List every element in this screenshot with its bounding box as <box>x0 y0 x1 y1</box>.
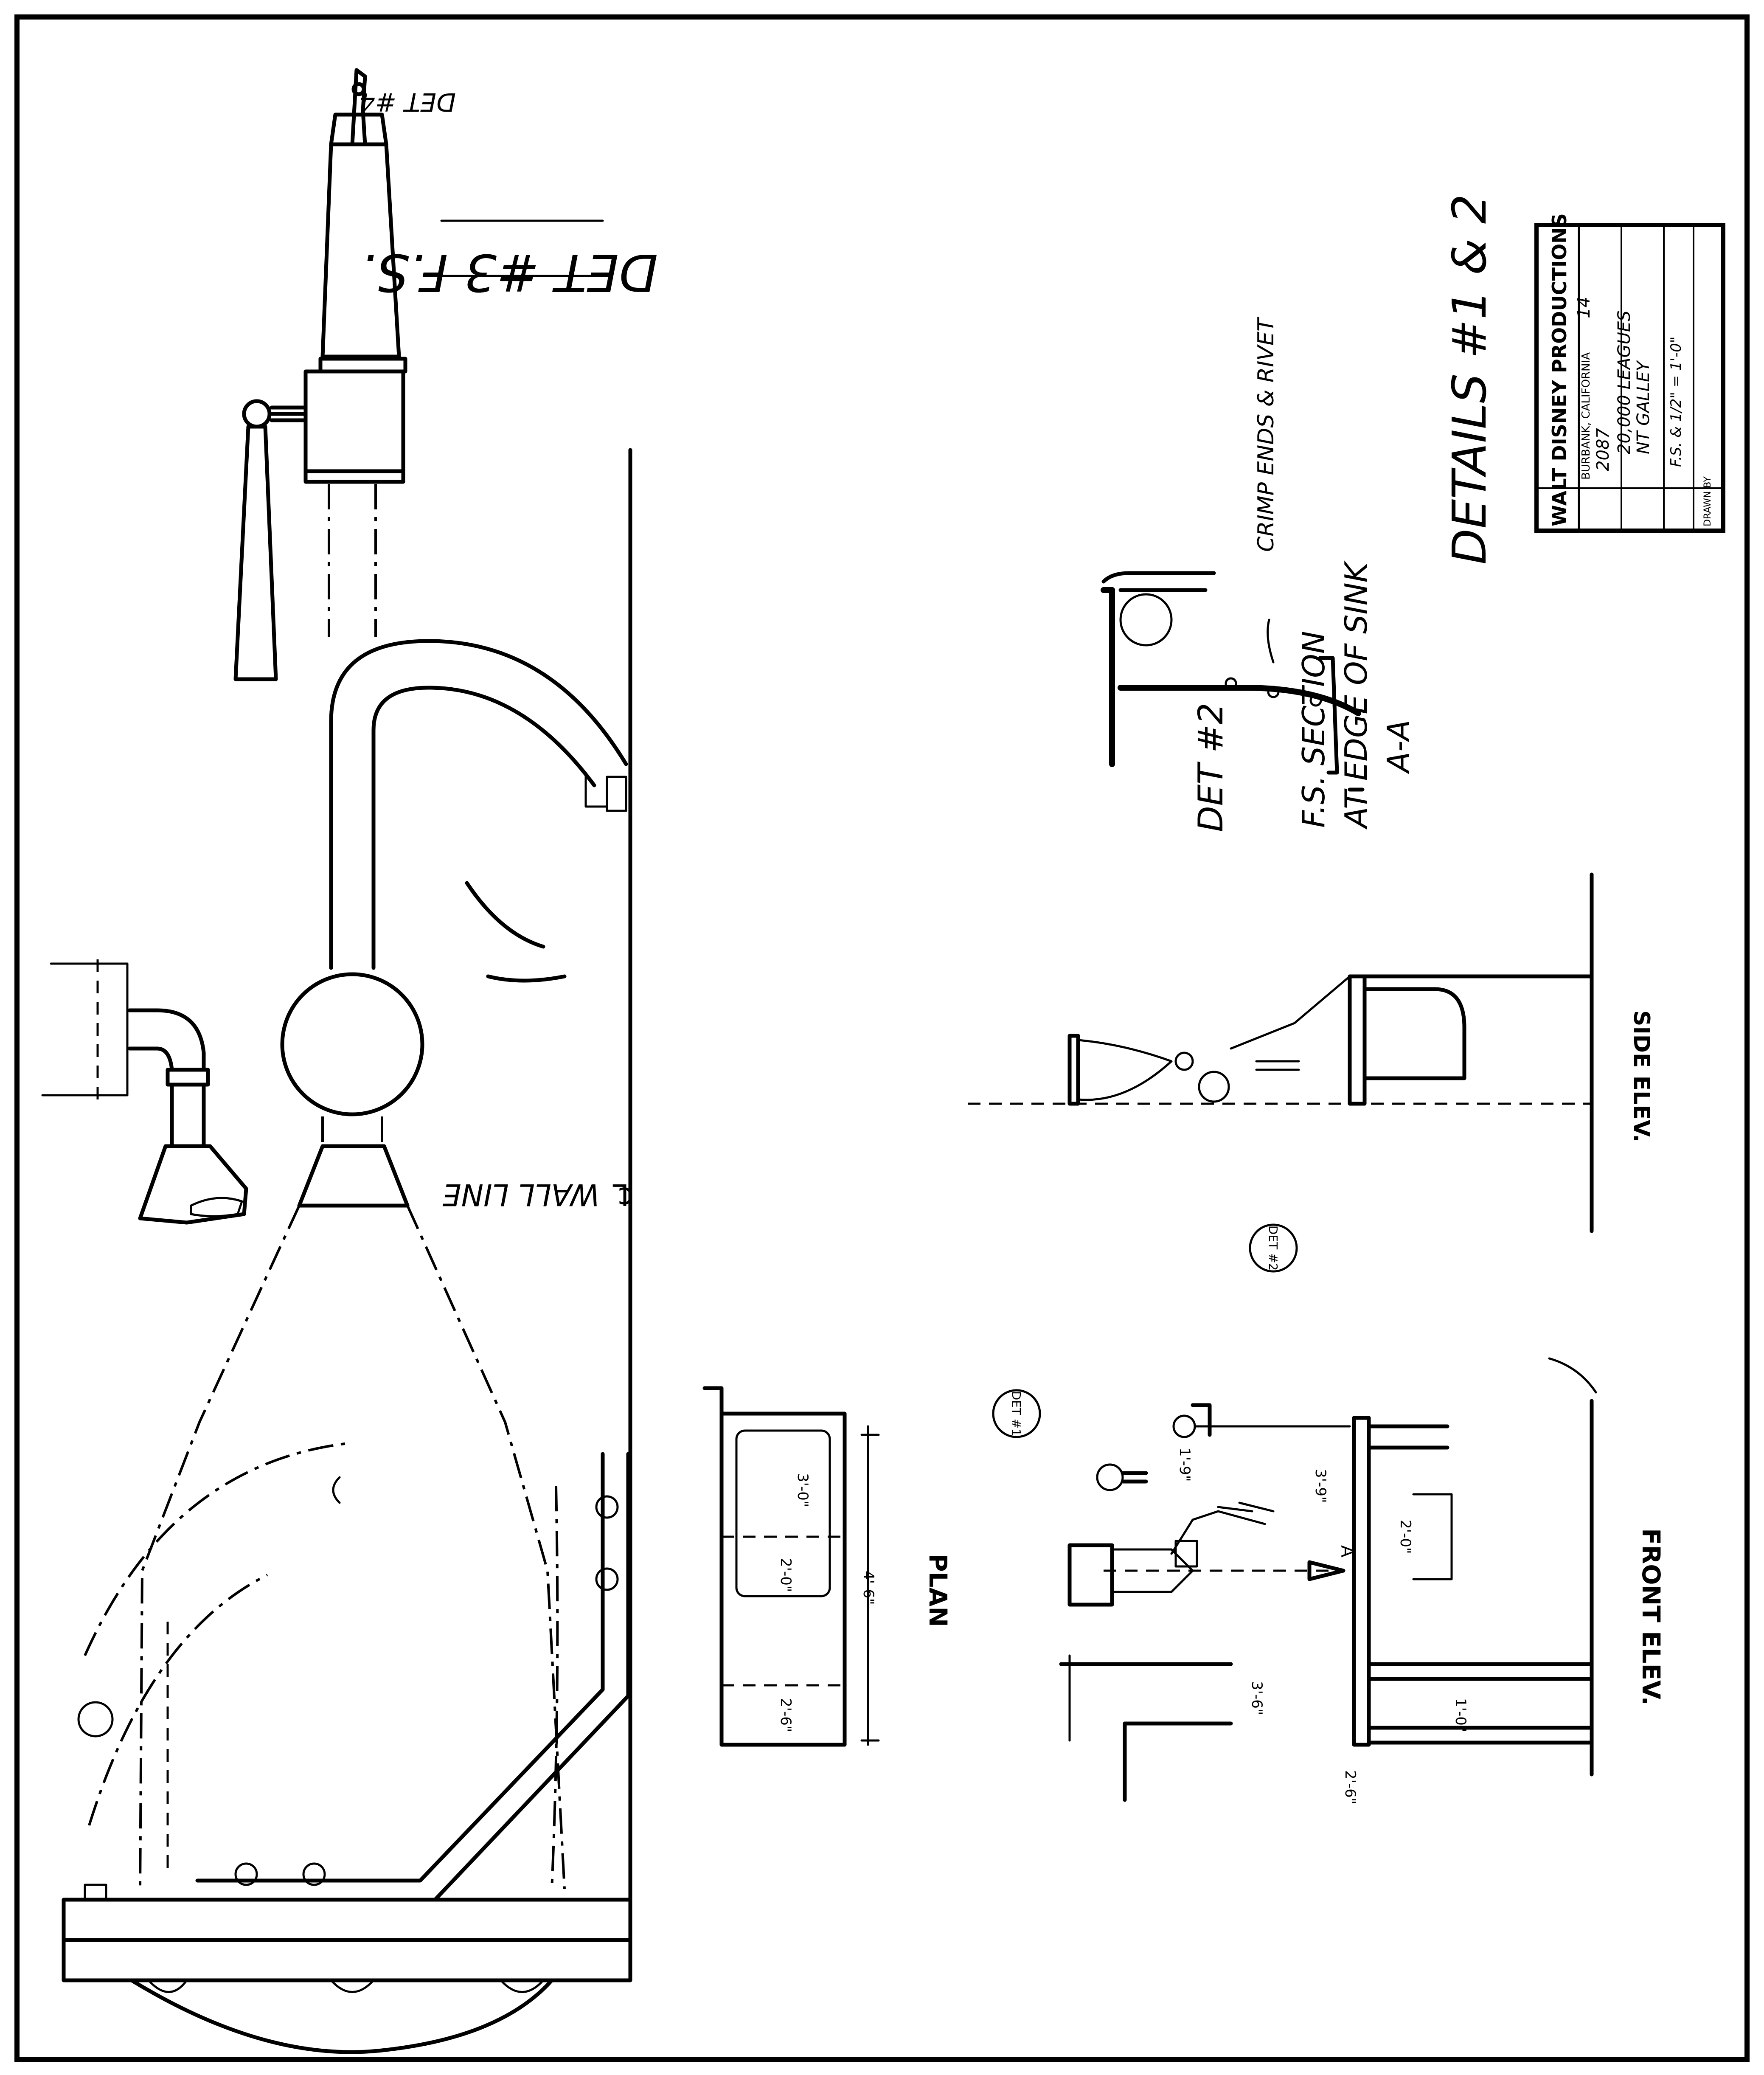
section-a-marker: A <box>1337 1545 1358 1558</box>
section-line-3: A-A <box>1381 720 1416 775</box>
front-dim-3-6: 3'-6" <box>1248 1681 1265 1715</box>
title-block-sheet-no: 14 <box>1574 297 1594 318</box>
det2-label: DET #2 <box>1191 703 1230 832</box>
plan-dim-2-6: 2'-6" <box>777 1698 794 1732</box>
sheet-border <box>14 14 1750 2062</box>
title-block-scale: F.S. & 1/2" = 1'-0" <box>1668 337 1685 467</box>
section-line-2: AT EDGE OF SINK <box>1338 560 1374 829</box>
det-ref-text: DET #4 <box>359 87 456 117</box>
det1-bubble-text: DET #1 <box>1009 1391 1023 1437</box>
elbow-faucet-detail <box>41 959 248 1225</box>
front-dim-2-0: 2'-0" <box>1397 1520 1414 1554</box>
plan-label: PLAN <box>924 1554 952 1627</box>
title-block-city: BURBANK, CALIFORNIA <box>1580 352 1593 480</box>
title-block-drawn-by: DRAWN BY <box>1702 476 1713 526</box>
details-title: DETAILS #1 & 2 <box>1442 194 1497 565</box>
front-dim-3-9: 3'-9" <box>1312 1469 1329 1503</box>
front-dim-1-0: 1'-0" <box>1452 1698 1469 1732</box>
front-dim-2-6: 2'-6" <box>1342 1770 1359 1805</box>
det2-bubble-text: DET #2 <box>1266 1226 1280 1271</box>
title-block-title-1: 20,000 LEAGUES <box>1615 310 1634 454</box>
wall-line-label: ℄ WALL LINE <box>442 1177 636 1212</box>
front-elevation: 3'-9" 2'-0" 1'-0" 3'-6" 1'-9" 2'-6" FRON… <box>1059 1399 1666 1805</box>
section-line-1: F.S. SECTION <box>1296 631 1331 828</box>
plan-dim-4-6: 4'-6" <box>860 1571 877 1605</box>
plan-view: 3'-0" 2'-0" 2'-6" 4'-6" PLAN <box>702 1386 952 1747</box>
plan-dim-3-0: 3'-0" <box>794 1473 811 1507</box>
title-block: WALT DISNEY PRODUCTIONS BURBANK, CALIFOR… <box>1534 213 1725 533</box>
crimp-note: CRIMP ENDS & RIVET <box>1253 316 1279 552</box>
front-dim-1-9: 1'-9" <box>1176 1448 1193 1482</box>
side-elevation: SIDE ELEV. <box>968 872 1654 1233</box>
front-elevation-label: FRONT ELEV. <box>1637 1528 1666 1706</box>
title-block-company: WALT DISNEY PRODUCTIONS <box>1548 213 1571 526</box>
det-fs-label: DET #3 F.S. DET #4 <box>359 87 658 301</box>
lamp-full-size-detail <box>62 68 632 2054</box>
side-elevation-label: SIDE ELEV. <box>1629 1010 1654 1142</box>
det-fs-text: DET #3 F.S. <box>361 242 658 301</box>
detail-bubbles: DET #1 DET #2 <box>992 1223 1597 1438</box>
det2-section: CRIMP ENDS & RIVET DET #2 F.S. SECTION A… <box>1101 316 1416 832</box>
title-block-title-2: NT GALLEY <box>1634 360 1653 454</box>
title-block-prod-no: 2087 <box>1593 428 1613 471</box>
plan-dim-2-0: 2'-0" <box>777 1558 794 1592</box>
